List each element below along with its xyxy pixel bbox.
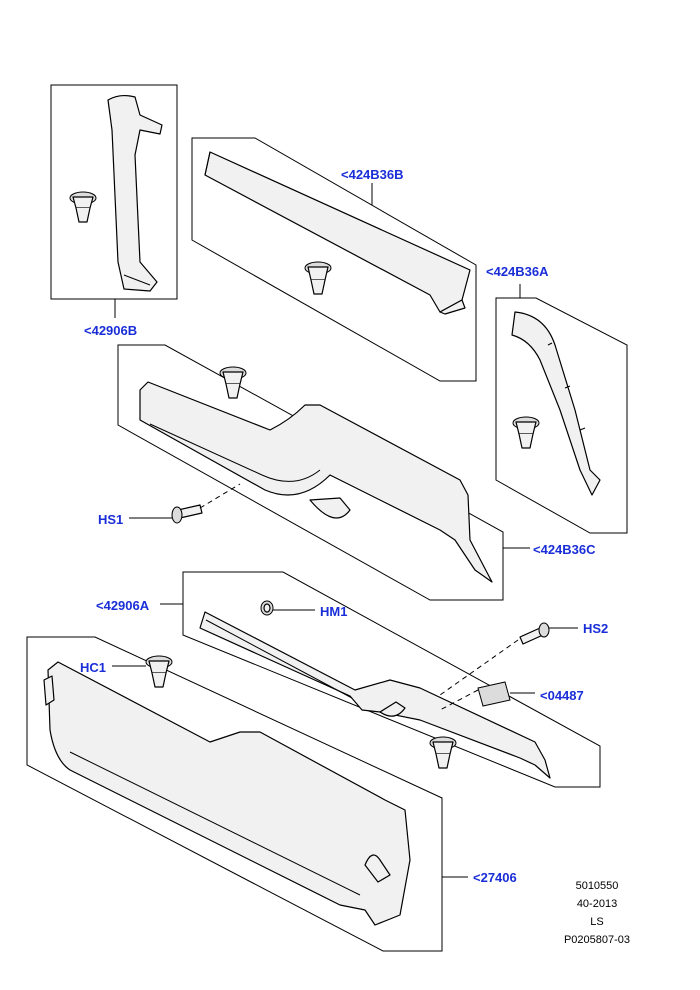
info-line-2: 40-2013 <box>576 898 618 910</box>
label-HS1[interactable]: HS1 <box>98 512 124 527</box>
group-42906B <box>50 84 178 318</box>
label-424B36B[interactable]: <424B36B <box>341 167 404 182</box>
label-424B36C[interactable]: <424B36C <box>533 542 596 557</box>
push-clip-hc1-icon <box>112 655 173 688</box>
screw-hs2-icon <box>439 622 578 696</box>
push-clip-icon <box>219 366 247 399</box>
push-clip-icon <box>304 261 332 295</box>
info-line-1: 5010550 <box>575 880 619 892</box>
grommet-hm1-icon <box>260 600 315 616</box>
screw-hs1-icon <box>129 483 241 524</box>
label-42906A[interactable]: <42906A <box>96 598 150 613</box>
push-clip-icon <box>429 736 457 769</box>
group-424B36B <box>191 137 477 382</box>
label-27406[interactable]: <27406 <box>473 870 517 885</box>
label-04487[interactable]: <04487 <box>540 688 584 703</box>
push-clip-icon <box>512 416 540 449</box>
group-42906A <box>160 571 601 788</box>
pad-04487-icon <box>439 681 535 711</box>
group-424B36A <box>495 284 628 534</box>
label-HM1[interactable]: HM1 <box>320 604 348 619</box>
label-42906B[interactable]: <42906B <box>84 323 138 338</box>
label-424B36A[interactable]: <424B36A <box>486 264 549 279</box>
diagram-info-block: 5010550 40-2013 LS P0205807-03 <box>542 877 652 949</box>
label-HS2[interactable]: HS2 <box>583 621 609 636</box>
label-HC1[interactable]: HC1 <box>80 660 107 675</box>
push-clip-icon <box>69 191 97 223</box>
group-424B36C <box>117 344 530 601</box>
info-line-3: LS <box>590 916 604 928</box>
info-line-4: P0205807-03 <box>563 934 631 946</box>
group-27406 <box>26 636 468 952</box>
